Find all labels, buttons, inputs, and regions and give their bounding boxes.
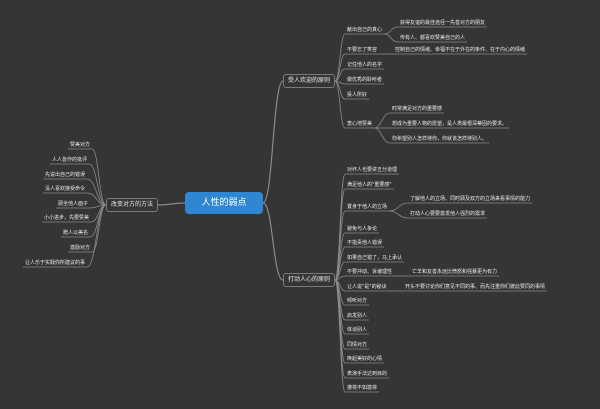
connector-line <box>334 53 346 82</box>
connector-line <box>373 127 391 144</box>
persuade-item-10[interactable]: 启发别人 <box>347 313 368 319</box>
persuade-item-9[interactable]: 倾听对方 <box>347 298 368 304</box>
popular-item-3[interactable]: 记住他人的名字 <box>347 62 383 68</box>
branch-persuade-principles[interactable]: 打动人心的原则 <box>283 273 336 287</box>
change-item-7[interactable]: 赠人以美名 <box>63 230 89 236</box>
connector-line <box>383 26 399 35</box>
popular-item-1[interactable]: 献出自己的真心 <box>347 27 383 33</box>
branch-popular-principles[interactable]: 受人欢迎的原则 <box>283 74 336 88</box>
popular-item-2-child-1[interactable]: 控制自己的情绪、幸福不在于外在的条件、在于内心的情绪 <box>395 47 526 53</box>
connector-line <box>89 204 107 238</box>
change-item-4[interactable]: 没人喜欢接受命令 <box>45 186 86 192</box>
root-topic[interactable]: 人性的弱点 <box>185 192 263 214</box>
connector-line <box>157 202 186 206</box>
persuade-item-14[interactable]: 表演手法达到目的 <box>347 371 388 377</box>
persuade-item-8-child-1[interactable]: 开头不要讨论你们意见不同的事、而先注重你们彼此赞同的事情 <box>405 284 546 290</box>
persuade-item-8[interactable]: 让人说"是"的秘诀 <box>347 284 387 290</box>
persuade-item-4[interactable]: 避免与人争论 <box>347 226 378 232</box>
popular-item-6-child-3[interactable]: 你希望别人怎样待你，你就该怎样待别人。 <box>392 136 488 142</box>
connector-line <box>334 80 346 129</box>
connector-line <box>334 261 346 281</box>
popular-item-6[interactable]: 衷心地赞美 <box>347 121 373 127</box>
connector-line <box>388 202 409 212</box>
connector-line <box>334 68 346 82</box>
persuade-item-3-child-1[interactable]: 了解他人的立场、同时顾及双方的立场来看事情的能力 <box>410 196 531 202</box>
connector-line <box>383 33 399 43</box>
connector-line <box>88 163 107 206</box>
connector-line <box>91 204 107 253</box>
change-item-8[interactable]: 激励对方 <box>70 245 91 251</box>
connector-line <box>373 112 391 129</box>
connector-line <box>262 202 284 281</box>
persuade-item-1[interactable]: 对坏人也要讲五分道理 <box>347 167 398 173</box>
connector-line <box>334 33 346 82</box>
change-item-6[interactable]: 小小进步，先要赞美 <box>44 215 90 221</box>
connector-line <box>86 178 107 206</box>
change-item-3[interactable]: 先说出自己的错误 <box>45 172 86 178</box>
change-item-1[interactable]: 赞美对方 <box>70 142 91 148</box>
popular-item-1-child-1[interactable]: 获得友谊的最佳途径一先善对方的朋友 <box>400 20 486 26</box>
persuade-item-7[interactable]: 不要冲动、诉诸理性 <box>347 269 393 275</box>
persuade-item-2[interactable]: 满足他人的"重要感" <box>347 182 392 188</box>
change-item-9[interactable]: 让人乐于实践你所建议的事 <box>25 260 86 266</box>
popular-item-4[interactable]: 做优秀的聆听者 <box>347 77 383 83</box>
connector-line <box>86 204 107 268</box>
persuade-item-5[interactable]: 不指责他人错误 <box>347 240 383 246</box>
persuade-item-7-child-1[interactable]: 亡羊和友善永远比愤怒和强暴更为有力 <box>412 269 498 275</box>
persuade-item-11[interactable]: 体谅别人 <box>347 327 368 333</box>
popular-item-6-child-1[interactable]: 时常满足对方的重要感 <box>392 106 443 112</box>
connector-line <box>86 192 107 206</box>
persuade-item-13[interactable]: 唤起美好的心情 <box>347 356 383 362</box>
change-item-5[interactable]: 顾全他人面子 <box>58 201 89 207</box>
persuade-item-3-child-2[interactable]: 打动人心要要激发他人强烈的需求 <box>410 211 486 217</box>
popular-item-6-child-2[interactable]: 想成为重要人物的愿望，是人类最根深蒂固的要求。 <box>392 121 508 127</box>
persuade-item-15[interactable]: 遵将不如激将 <box>347 385 378 391</box>
branch-change-methods[interactable]: 改变对方的方法 <box>106 198 159 212</box>
change-item-2[interactable]: 人人皆作的批评 <box>52 157 88 163</box>
persuade-item-6[interactable]: 如果自己错了，马上承认 <box>347 255 403 261</box>
connector-line <box>262 80 284 204</box>
persuade-item-3[interactable]: 置身于他人的立场 <box>347 204 388 210</box>
connector-line <box>91 148 107 206</box>
popular-item-1-child-2[interactable]: 传有人、都喜欢赞美自己的人 <box>400 35 466 41</box>
popular-item-2[interactable]: 不要忘了笑容 <box>347 47 378 53</box>
connector-line <box>334 246 346 281</box>
connector-line <box>334 279 346 393</box>
connector-line <box>388 210 409 219</box>
persuade-item-12[interactable]: 同情对方 <box>347 342 368 348</box>
popular-item-5[interactable]: 投人所好 <box>347 92 368 98</box>
